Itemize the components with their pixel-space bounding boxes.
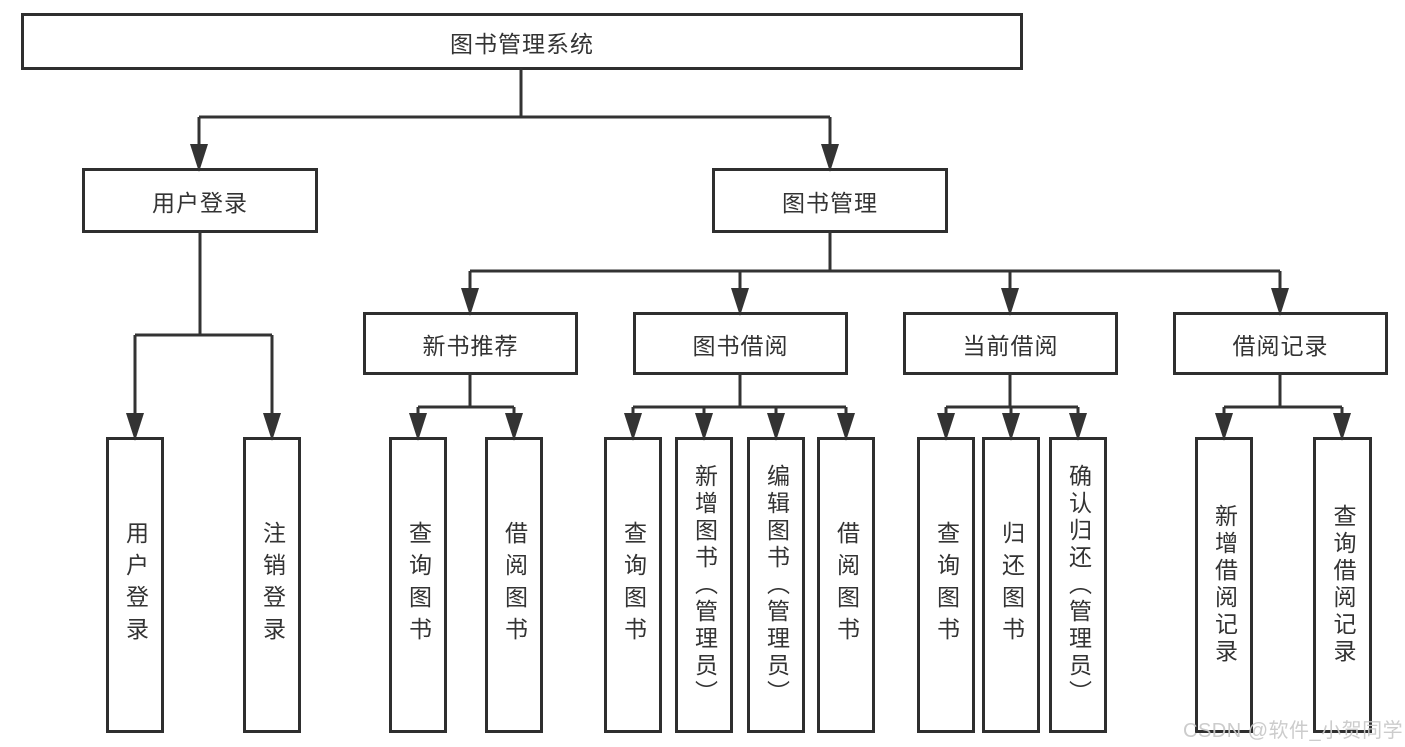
leaf-edit-book-admin: 编辑图书（管理员）	[747, 437, 805, 733]
leaf-query-books-borrow: 查询图书	[604, 437, 662, 733]
node-current-borrowing: 当前借阅	[903, 312, 1118, 375]
leaf-query-borrow-record: 查询借阅记录	[1313, 437, 1372, 733]
node-book-management: 图书管理	[712, 168, 948, 233]
leaf-add-book-admin: 新增图书（管理员）	[675, 437, 733, 733]
node-borrowing-records: 借阅记录	[1173, 312, 1388, 375]
leaf-query-books-recommend: 查询图书	[389, 437, 447, 733]
leaf-return-book: 归还图书	[982, 437, 1040, 733]
leaf-query-books-current: 查询图书	[917, 437, 975, 733]
leaf-confirm-return-admin: 确认归还（管理员）	[1049, 437, 1107, 733]
leaf-add-borrow-record: 新增借阅记录	[1195, 437, 1253, 733]
leaf-logout: 注销登录	[243, 437, 301, 733]
node-new-book-recommend: 新书推荐	[363, 312, 578, 375]
leaf-user-login: 用户登录	[106, 437, 164, 733]
node-book-borrowing: 图书借阅	[633, 312, 848, 375]
node-library-system: 图书管理系统	[21, 13, 1023, 70]
node-user-login: 用户登录	[82, 168, 318, 233]
csdn-watermark: CSDN @软件_小贺同学	[1183, 720, 1404, 742]
leaf-borrow-books: 借阅图书	[817, 437, 875, 733]
leaf-borrow-books-recommend: 借阅图书	[485, 437, 543, 733]
